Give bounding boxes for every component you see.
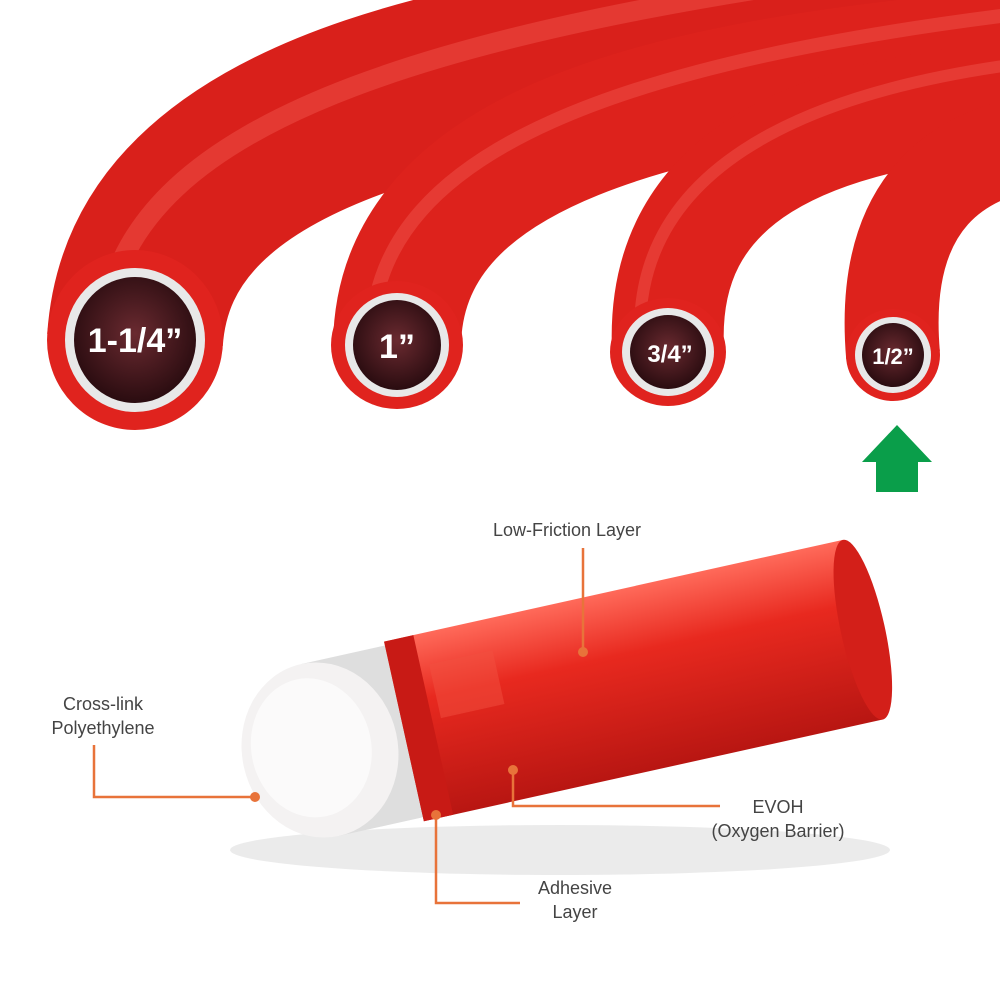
label-line: Layer xyxy=(552,902,598,922)
label-line: EVOH xyxy=(752,797,804,817)
size-label: 1” xyxy=(379,328,415,366)
size-label: 1-1/4” xyxy=(88,322,183,360)
pipe-3-4 xyxy=(611,42,1000,353)
label-line: Polyethylene xyxy=(51,718,155,738)
label-line: Low-Friction Layer xyxy=(492,520,642,540)
callout-dots xyxy=(250,647,588,820)
callout-lines xyxy=(92,548,720,905)
label-line: Cross-link xyxy=(62,694,144,714)
leader-crosslink xyxy=(92,745,255,799)
pipe-end-3-4: 3/4” xyxy=(610,298,726,406)
cutaway-pipe xyxy=(230,539,893,875)
label-adhesive-layer: Adhesive Layer xyxy=(538,876,612,924)
leader-evoh xyxy=(511,770,720,808)
label-low-friction-layer: Low-Friction Layer xyxy=(493,518,641,542)
pipe-1-2 xyxy=(844,101,1000,359)
size-label: 3/4” xyxy=(647,341,692,368)
dot-crosslink xyxy=(250,792,260,802)
up-arrow-icon xyxy=(862,425,932,492)
size-label: 1/2” xyxy=(872,344,914,369)
dot-low-friction xyxy=(578,647,588,657)
dot-evoh xyxy=(508,765,518,775)
pipe-end-1-1-4: 1-1/4” xyxy=(47,250,223,430)
pipe-end-1: 1” xyxy=(331,281,463,409)
label-crosslink-polyethylene: Cross-link Polyethylene xyxy=(51,692,154,740)
label-line: Adhesive xyxy=(537,878,613,898)
pipe-end-1-2: 1/2” xyxy=(846,309,940,401)
dot-adhesive xyxy=(431,810,441,820)
leader-adhesive xyxy=(434,815,520,905)
label-line: (Oxygen Barrier) xyxy=(711,821,845,841)
label-evoh: EVOH (Oxygen Barrier) xyxy=(711,795,844,843)
